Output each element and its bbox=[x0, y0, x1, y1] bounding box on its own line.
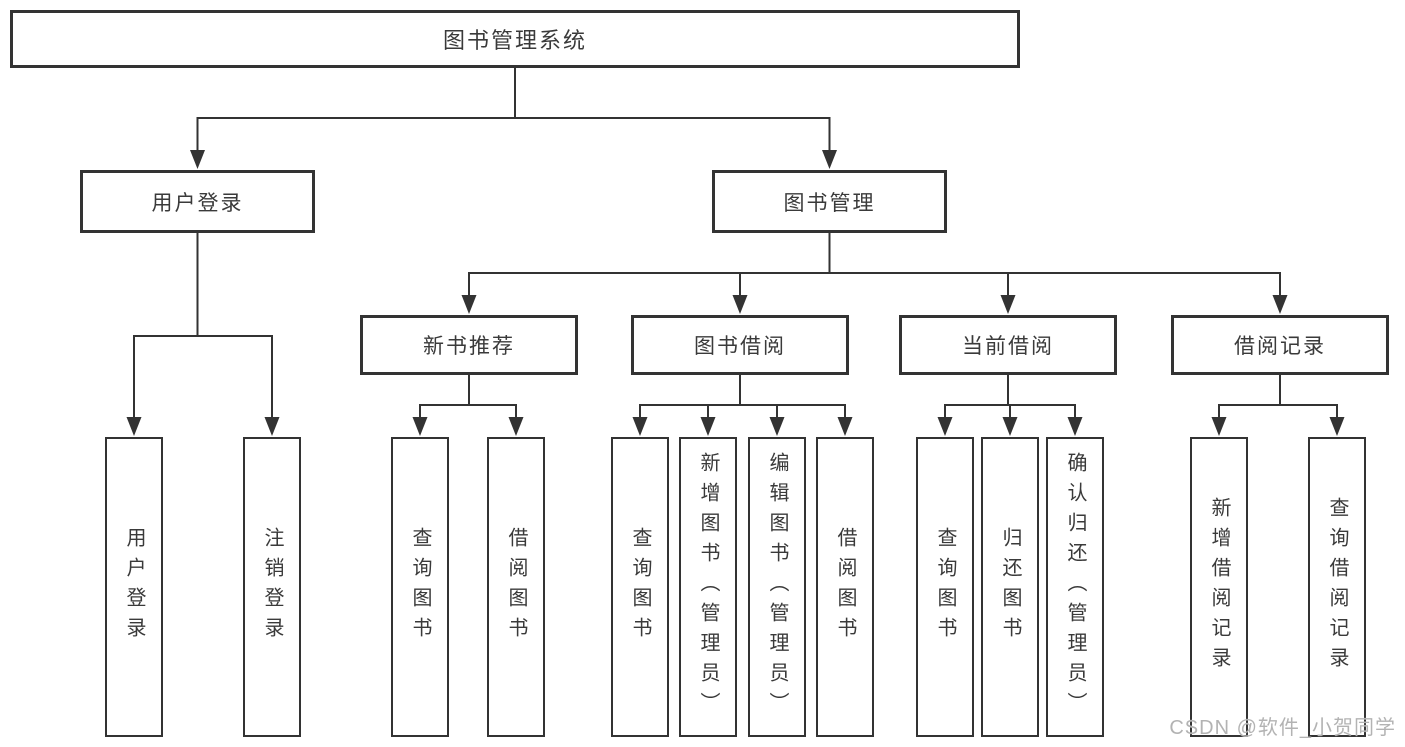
node-cur-confirm: 确认归还（管理员） bbox=[1046, 437, 1104, 737]
node-rec-query: 查询图书 bbox=[391, 437, 449, 737]
node-login: 用户登录 bbox=[80, 170, 315, 233]
node-label: 图书管理 bbox=[783, 191, 876, 215]
node-current: 当前借阅 bbox=[899, 315, 1117, 375]
node-label: 借阅记录 bbox=[1234, 335, 1326, 358]
node-label: 用户登录 bbox=[123, 527, 145, 647]
node-label: 图书借阅 bbox=[694, 335, 786, 358]
node-login-logout: 注销登录 bbox=[243, 437, 301, 737]
node-label: 借阅图书 bbox=[505, 527, 527, 647]
node-label: 新增借阅记录 bbox=[1208, 497, 1230, 677]
node-label: 编辑图书（管理员） bbox=[766, 452, 788, 722]
node-cur-query: 查询图书 bbox=[916, 437, 974, 737]
node-records: 借阅记录 bbox=[1171, 315, 1389, 375]
node-root: 图书管理系统 bbox=[10, 10, 1020, 68]
node-rec-borrow: 借阅图书 bbox=[487, 437, 545, 737]
node-login-user: 用户登录 bbox=[105, 437, 163, 737]
node-borrow-add: 新增图书（管理员） bbox=[679, 437, 737, 737]
node-label: 查询图书 bbox=[409, 527, 431, 647]
node-label: 归还图书 bbox=[999, 527, 1021, 647]
node-label: 新增图书（管理员） bbox=[697, 452, 719, 722]
node-label: 查询图书 bbox=[629, 527, 651, 647]
node-borrow-edit: 编辑图书（管理员） bbox=[748, 437, 806, 737]
node-rec: 新书推荐 bbox=[360, 315, 578, 375]
node-label: 借阅图书 bbox=[834, 527, 856, 647]
node-label: 当前借阅 bbox=[962, 335, 1054, 358]
node-records-add: 新增借阅记录 bbox=[1190, 437, 1248, 737]
node-label: 新书推荐 bbox=[423, 335, 515, 358]
node-cur-return: 归还图书 bbox=[981, 437, 1039, 737]
node-records-query: 查询借阅记录 bbox=[1308, 437, 1366, 737]
node-borrow: 图书借阅 bbox=[631, 315, 849, 375]
node-borrow-borrow: 借阅图书 bbox=[816, 437, 874, 737]
node-label: 用户登录 bbox=[151, 191, 244, 215]
node-label: 查询借阅记录 bbox=[1326, 497, 1348, 677]
node-borrow-query: 查询图书 bbox=[611, 437, 669, 737]
node-label: 注销登录 bbox=[261, 527, 283, 647]
node-label: 查询图书 bbox=[934, 527, 956, 647]
node-label: 图书管理系统 bbox=[442, 28, 587, 53]
node-mgmt: 图书管理 bbox=[712, 170, 947, 233]
node-label: 确认归还（管理员） bbox=[1064, 452, 1086, 722]
